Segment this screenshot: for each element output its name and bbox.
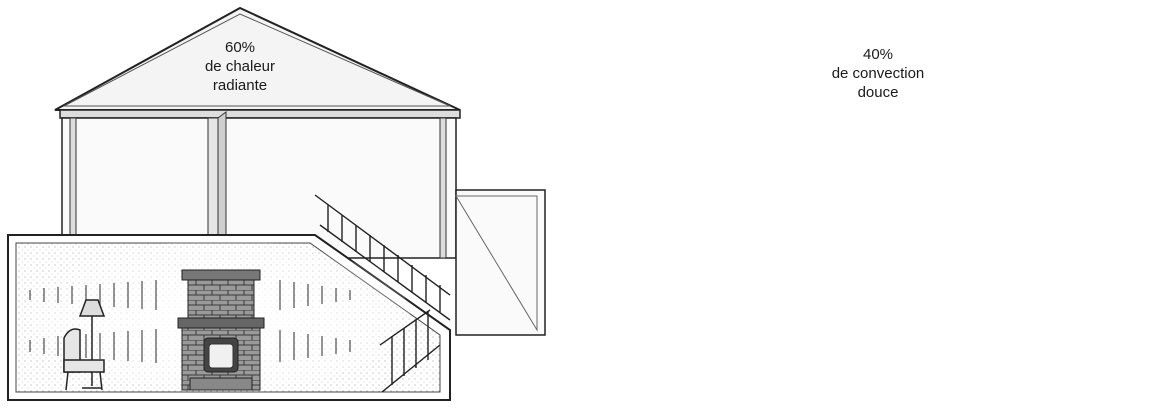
right-label-percent: 40% <box>862 46 894 63</box>
left-roof-label: 60% de chaleur radiante <box>160 38 320 95</box>
left-house <box>7 6 546 401</box>
right-label-line2: douce <box>857 84 899 101</box>
left-label-line2: radiante <box>212 77 268 94</box>
staircase-icon <box>314 194 451 393</box>
right-roof-label: 40% de convection douce <box>798 45 958 102</box>
armchair-icon <box>63 328 105 391</box>
masonry-heater-icon <box>177 269 265 391</box>
left-label-line1: de chaleur <box>204 58 276 75</box>
right-label-line1: de convection <box>831 65 925 82</box>
left-label-percent: 60% <box>224 39 256 56</box>
radiant-heat-lines-icon <box>29 280 351 363</box>
